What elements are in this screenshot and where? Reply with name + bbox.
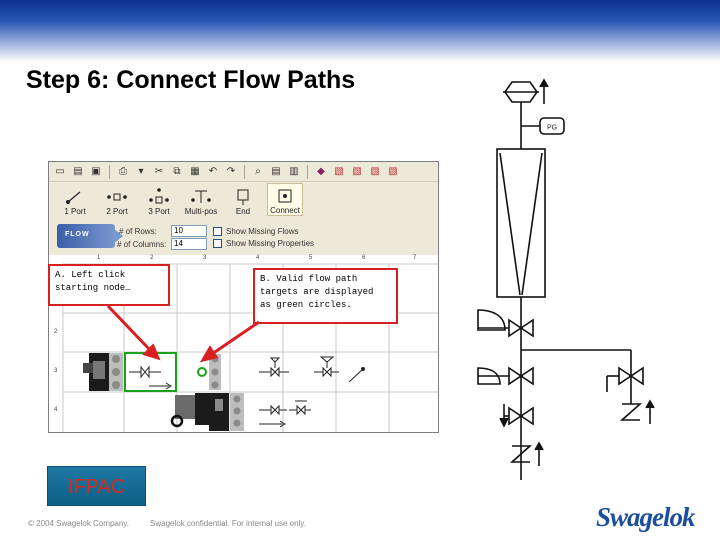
end-button[interactable]: End [225,183,261,216]
one-port-icon [66,191,81,204]
cut-icon[interactable]: ✂ [154,165,164,177]
valve-3 [508,406,534,426]
check-valve-2 [619,403,643,421]
footer-confidential: Swagelok confidential. For internal use … [150,519,306,528]
columns-input[interactable]: 14 [171,238,207,250]
callout-b-line: as green circles. [260,300,352,310]
settings-bar: FLOW # of Rows: 10 # of Columns: 14 Show… [49,218,438,254]
callout-a-line: A. Left click [55,270,126,280]
one-port-button[interactable]: 1 Port [57,183,93,216]
end-icon [237,189,249,205]
connect-button[interactable]: Connect [267,183,303,216]
port-label: 1 Port [64,207,86,216]
connect-icon [278,189,292,203]
show-missing-properties-label: Show Missing Properties [226,239,315,248]
preview-icon[interactable]: ▤ [271,165,281,177]
report-icon-3[interactable]: ▧ [370,165,380,177]
column-header: 3 [203,255,207,261]
valid-target-circle[interactable] [197,367,207,377]
port-toolbar: 1 Port 2 Port 3 Port Multi-pos End [49,183,438,216]
zoom-icon[interactable]: ⌕ [255,165,261,177]
ifpac-text: IFPAC [67,476,126,498]
three-port-icon [149,188,169,204]
pressure-gauge [539,117,565,135]
save-icon[interactable]: ▣ [91,165,101,177]
columns-label: # of Columns: [117,240,167,249]
report-icon-1[interactable]: ▧ [334,165,344,177]
actuator-1 [477,309,506,331]
valve-4 [618,366,644,386]
row-header: 3 [54,368,58,374]
callout-b: B. Valid flow path targets are displayed… [253,268,398,324]
open-folder-icon[interactable]: ▤ [73,165,83,177]
print-icon[interactable]: ⎙ [119,165,127,177]
arrow-b-head [199,345,219,363]
actuator-2 [477,367,501,385]
callout-b-line: B. Valid flow path [260,274,358,284]
redo-icon[interactable]: ↷ [226,165,236,177]
callout-a: A. Left click starting node… [48,264,170,306]
dropdown-arrow-icon[interactable]: ▾ [138,165,144,177]
schematic-symbols [259,356,365,428]
callout-b-line: targets are displayed [260,287,374,297]
footer-copyright: © 2004 Swagelok Company. [28,519,129,528]
rotameter-tube [496,148,546,298]
show-missing-flows-checkbox[interactable] [213,227,222,236]
library-icon[interactable]: ◆ [317,165,325,177]
slide-title: Step 6: Connect Flow Paths [26,66,356,94]
multi-pos-button[interactable]: Multi-pos [183,183,219,216]
port-label: 3 Port [148,207,170,216]
column-header: 5 [309,255,313,261]
column-header: 1 [97,255,101,261]
show-missing-flows-label: Show Missing Flows [226,227,299,236]
two-port-icon [107,193,127,201]
flow-logo-text: FLOW [65,231,90,238]
port-label: 2 Port [106,207,128,216]
two-port-button[interactable]: 2 Port [99,183,135,216]
valve-block-assembly-3[interactable] [170,393,244,431]
rows-label: # of Rows: [119,227,157,236]
check-valve [509,445,533,463]
toolbar-divider [244,164,245,179]
header-band [0,0,720,62]
valve-2 [508,366,534,386]
gauge-label: PG [547,125,557,132]
report-icon-4[interactable]: ▧ [388,165,398,177]
toolbar-divider [109,164,110,179]
port-label: End [235,207,251,216]
ifpac-badge: IFPAC [47,466,146,506]
port-label: Multi-pos [184,207,218,216]
toolbar-divider [307,164,308,179]
swagelok-logo: Swagelok [596,502,696,532]
column-header: 6 [362,255,366,261]
row-header: 2 [54,329,58,335]
column-header: 7 [413,255,417,261]
undo-icon[interactable]: ↶ [208,165,218,177]
column-header: 2 [150,255,154,261]
valve-1 [508,318,534,338]
flow-logo: FLOW [57,224,123,248]
paste-icon[interactable]: ▦ [190,165,200,177]
row-header: 4 [54,407,58,413]
arrow-a-line [106,304,152,352]
grid-components [83,352,365,431]
copy-icon[interactable]: ⧉ [173,165,181,177]
rows-input[interactable]: 10 [171,225,207,237]
valve-block-assembly-1[interactable] [83,353,123,391]
multi-pos-icon [191,190,211,203]
callout-a-line: starting node… [55,283,131,293]
report-icon-2[interactable]: ▧ [352,165,362,177]
three-port-button[interactable]: 3 Port [141,183,177,216]
column-header: 4 [256,255,260,261]
arrow-b-line [211,320,260,356]
main-toolbar: ▭ ▤ ▣ ⎙ ▾ ✂ ⧉ ▦ ↶ ↷ ⌕ ▤ ▥ ◆ ▧ ▧ ▧ ▧ [49,162,438,182]
show-missing-properties-checkbox[interactable] [213,239,222,248]
arrow-a-head [142,343,161,361]
port-label: Connect [270,206,300,215]
properties-icon[interactable]: ▥ [289,165,299,177]
two-port-symbol[interactable] [129,365,172,390]
new-file-icon[interactable]: ▭ [55,165,65,177]
